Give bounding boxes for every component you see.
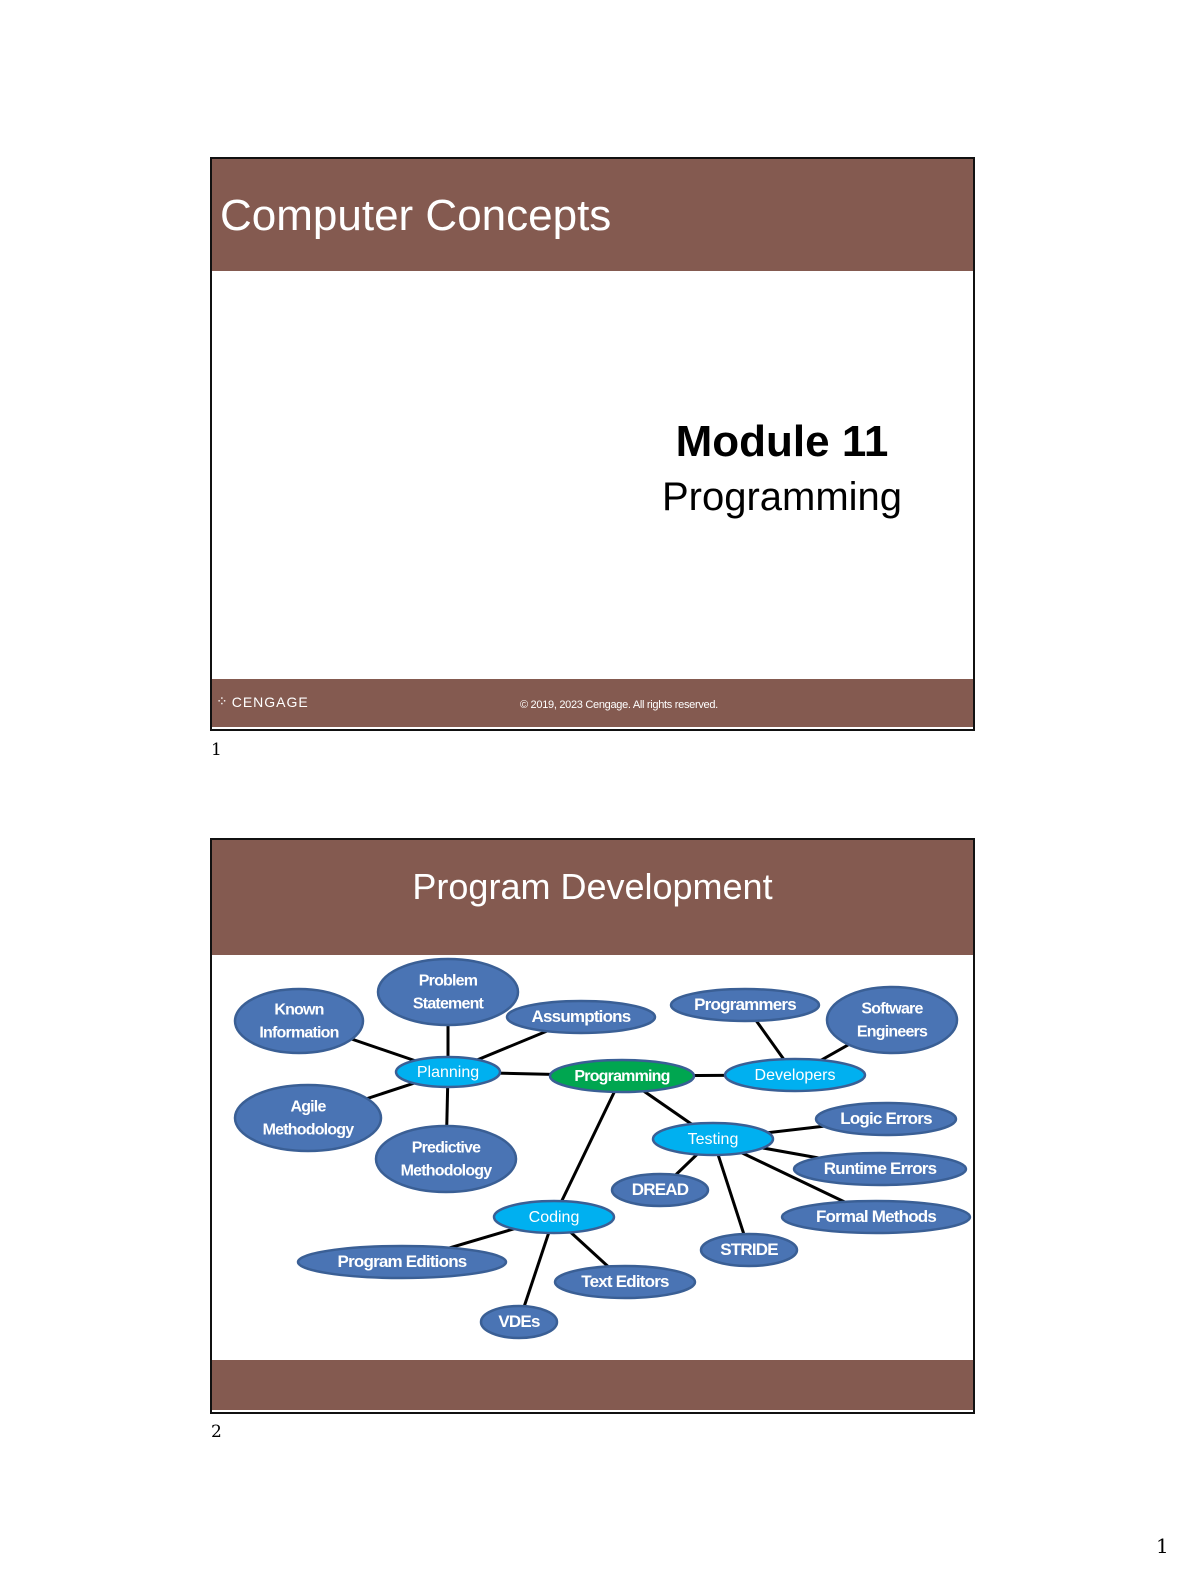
connector-line	[552, 1075, 624, 1218]
node-ellipse	[492, 1199, 616, 1235]
node-label: VDEs	[498, 1312, 540, 1331]
node-dread: DREAD	[610, 1172, 710, 1208]
node-label: Statement	[413, 996, 485, 1013]
node-formal: Formal Methods	[780, 1199, 972, 1235]
node-ellipse	[610, 1172, 710, 1208]
node-label: Developers	[755, 1067, 836, 1084]
node-ellipse	[669, 987, 821, 1023]
slide-footer	[212, 1360, 973, 1410]
node-ellipse	[376, 957, 520, 1027]
slide-header: Computer Concepts	[212, 159, 973, 271]
node-label: Engineers	[857, 1024, 928, 1041]
node-label: Programmers	[694, 995, 796, 1014]
node-label: Program Editions	[338, 1252, 467, 1271]
page-number: 1	[1156, 1534, 1169, 1558]
node-label: Planning	[417, 1064, 479, 1081]
node-label: Known	[274, 1002, 323, 1019]
node-label: Logic Errors	[840, 1109, 932, 1128]
node-ellipse	[825, 985, 959, 1055]
node-planning: Planning	[394, 1055, 502, 1089]
node-label: Runtime Errors	[824, 1159, 937, 1178]
module-heading: Module 11	[675, 417, 889, 466]
node-label: Formal Methods	[816, 1207, 936, 1226]
node-logic: Logic Errors	[814, 1101, 958, 1137]
slide-number: 2	[211, 1422, 222, 1442]
module-subtitle: Programming	[661, 475, 903, 519]
node-ellipse	[296, 1244, 508, 1280]
node-label: Assumptions	[532, 1007, 631, 1026]
node-label: Testing	[688, 1131, 739, 1148]
node-stride: STRIDE	[699, 1232, 799, 1268]
node-ellipse	[394, 1055, 502, 1089]
node-ellipse	[233, 1083, 383, 1153]
node-developers: Developers	[723, 1057, 867, 1093]
node-programmers: Programmers	[669, 987, 821, 1023]
node-ellipse	[792, 1151, 968, 1187]
node-testing: Testing	[651, 1121, 775, 1157]
node-ellipse	[651, 1121, 775, 1157]
slide-1: Computer Concepts Module 11 Programming …	[210, 157, 975, 731]
node-label: Predictive	[412, 1140, 481, 1157]
node-label: Agile	[290, 1099, 326, 1116]
node-label: Information	[259, 1025, 338, 1042]
node-ellipse	[479, 1304, 559, 1340]
node-vdes: VDEs	[479, 1304, 559, 1340]
node-label: Programming	[574, 1068, 669, 1085]
node-ellipse	[723, 1057, 867, 1093]
copyright: © 2019, 2023 Cengage. All rights reserve…	[520, 699, 718, 711]
node-ellipse	[374, 1124, 518, 1194]
node-label: STRIDE	[720, 1240, 778, 1259]
node-ellipse	[553, 1264, 697, 1300]
node-texted: Text Editors	[553, 1264, 697, 1300]
node-programming: Programming	[548, 1058, 696, 1094]
node-label: Text Editors	[581, 1272, 669, 1291]
cengage-logo: ⁘CENGAGE	[216, 693, 309, 710]
slide-title: Program Development	[412, 866, 773, 907]
program-development-diagram: KnownInformationProblemStatementAssumpti…	[233, 957, 972, 1340]
connector-line	[711, 1138, 751, 1251]
node-ellipse	[780, 1199, 972, 1235]
node-label: Software	[861, 1001, 923, 1018]
node-ellipse	[233, 987, 365, 1055]
node-ellipse	[548, 1058, 696, 1094]
node-label: Methodology	[263, 1122, 355, 1139]
slide-title: Computer Concepts	[220, 191, 612, 240]
node-assump: Assumptions	[505, 999, 657, 1035]
cengage-mark-icon: ⁘	[216, 693, 229, 709]
node-ellipse	[699, 1232, 799, 1268]
slide-footer: ⁘CENGAGE © 2019, 2023 Cengage. All right…	[212, 679, 973, 727]
node-editions: Program Editions	[296, 1244, 508, 1280]
node-ellipse	[814, 1101, 958, 1137]
node-label: Methodology	[401, 1163, 493, 1180]
node-ellipse	[505, 999, 657, 1035]
node-label: Coding	[529, 1209, 580, 1226]
connector-line	[517, 1216, 556, 1323]
slide-header: Program Development	[212, 840, 973, 955]
node-coding: Coding	[492, 1199, 616, 1235]
slide-number: 1	[211, 740, 222, 760]
node-label: Problem	[419, 973, 478, 990]
node-label: DREAD	[632, 1180, 689, 1199]
node-runtime: Runtime Errors	[792, 1151, 968, 1187]
